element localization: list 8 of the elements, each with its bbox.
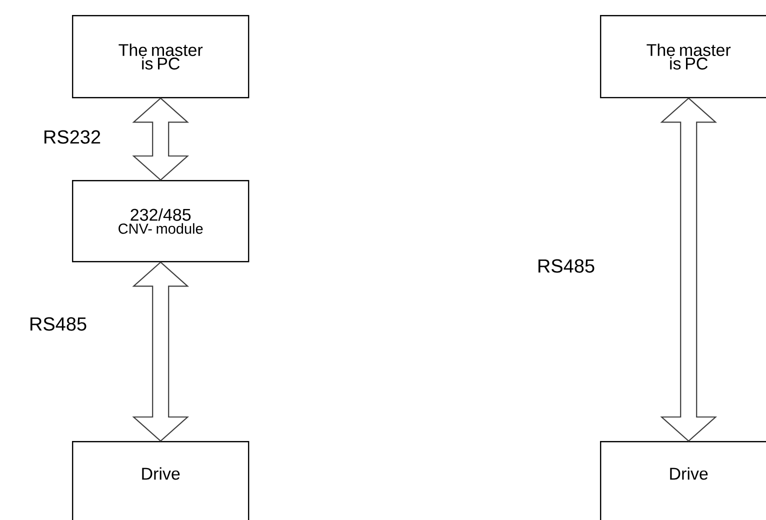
edge-label: RS485 — [30, 317, 86, 331]
edge-label: RS485 — [538, 259, 594, 273]
device-box: 232/485 CNV- module — [72, 180, 250, 262]
edge-label: RS232 — [44, 130, 100, 144]
device-box: Drive — [72, 441, 250, 520]
device-box: Drive — [600, 441, 766, 520]
device-box: The master is PC — [600, 15, 766, 98]
device-box: The master is PC — [72, 15, 250, 98]
